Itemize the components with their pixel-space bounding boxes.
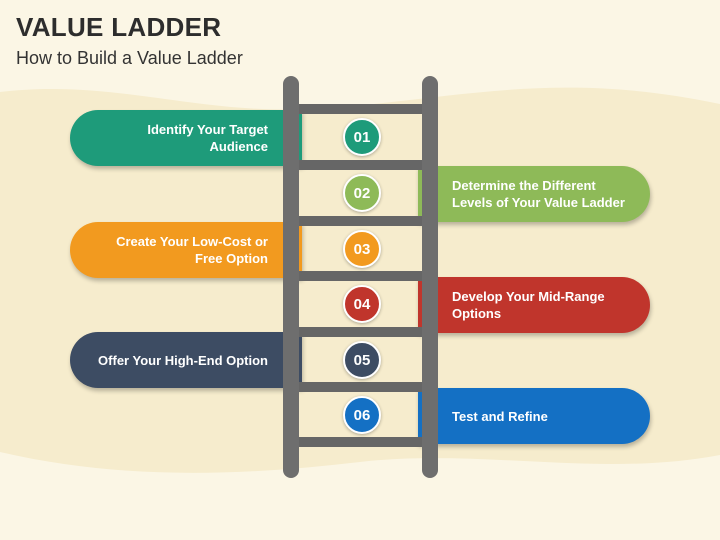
step-6-text: Test and Refine xyxy=(452,408,548,424)
step-2-text: Determine the Different Levels of Your V… xyxy=(452,178,625,210)
step-5-number-badge: 05 xyxy=(343,341,381,379)
step-1-number-badge: 01 xyxy=(343,118,381,156)
page-title: VALUE LADDER xyxy=(16,12,222,42)
step-2-pill: Determine the Different Levels of Your V… xyxy=(418,166,650,222)
step-1-text: Identify Your Target Audience xyxy=(147,122,268,154)
ladder-rung xyxy=(296,104,430,114)
ladder-rung xyxy=(296,216,430,226)
step-5-pill: Offer Your High-End Option xyxy=(70,332,302,388)
step-3-pill: Create Your Low-Cost or Free Option xyxy=(70,222,302,278)
page-subtitle: How to Build a Value Ladder xyxy=(16,48,243,68)
step-4-pill: Develop Your Mid-Range Options xyxy=(418,277,650,333)
ladder-rung xyxy=(296,160,430,170)
ladder-rung xyxy=(296,382,430,392)
step-6-pill: Test and Refine xyxy=(418,388,650,444)
ladder-rungs xyxy=(296,104,430,447)
ladder-left-rail xyxy=(283,76,299,478)
ladder-rung xyxy=(296,437,430,447)
ladder-right-rail xyxy=(422,76,438,478)
step-4-number-badge: 04 xyxy=(343,285,381,323)
step-6-number-badge: 06 xyxy=(343,396,381,434)
step-2-number-badge: 02 xyxy=(343,174,381,212)
ladder-rung xyxy=(296,271,430,281)
step-1-pill: Identify Your Target Audience xyxy=(70,110,302,166)
step-3-text: Create Your Low-Cost or Free Option xyxy=(116,234,268,266)
ladder-rung xyxy=(296,327,430,337)
step-5-text: Offer Your High-End Option xyxy=(98,352,268,368)
step-4-text: Develop Your Mid-Range Options xyxy=(452,289,605,321)
step-3-number-badge: 03 xyxy=(343,230,381,268)
